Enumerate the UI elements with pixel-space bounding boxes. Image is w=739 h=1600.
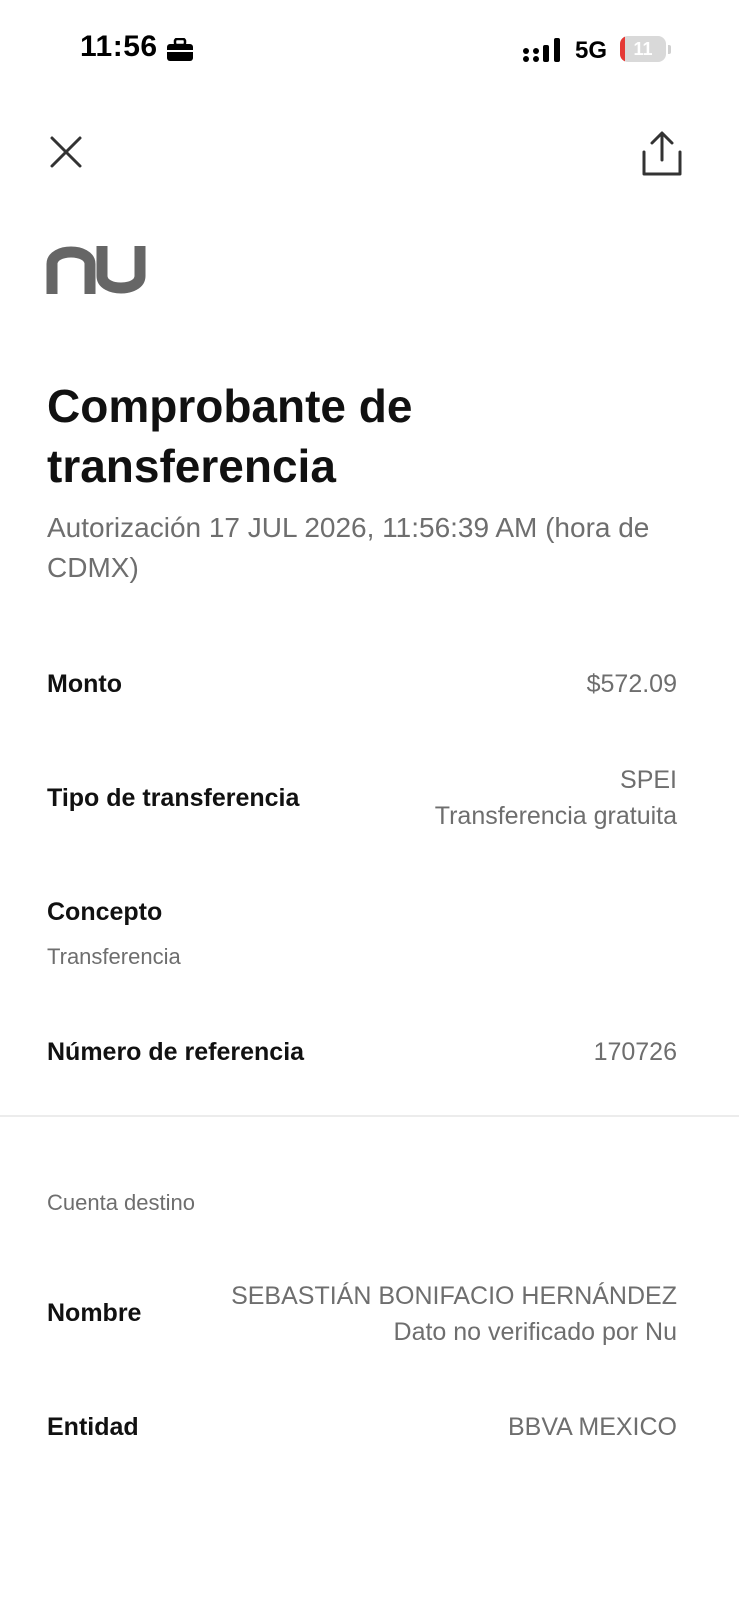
transfer-type-note: Transferencia gratuita xyxy=(434,802,677,830)
transfer-type-value: SPEI xyxy=(620,766,677,794)
network-type: 5G xyxy=(575,37,608,64)
page-title: Comprobante de transferencia xyxy=(47,380,413,492)
transfer-type-label: Tipo de transferencia xyxy=(47,784,300,812)
nu-logo: nu xyxy=(46,246,146,294)
status-bar: 11:56 5G 11 xyxy=(0,0,739,100)
amount-value: $572.09 xyxy=(586,670,677,698)
briefcase-icon xyxy=(167,38,193,61)
share-icon xyxy=(642,131,682,176)
battery-icon: 11 xyxy=(620,36,672,64)
name-verification-note: Dato no verificado por Nu xyxy=(393,1318,677,1346)
close-button[interactable] xyxy=(44,130,88,174)
concept-value: Transferencia xyxy=(47,944,181,969)
section-divider xyxy=(0,1115,739,1117)
amount-label: Monto xyxy=(47,670,122,698)
signal-bars-icon xyxy=(523,38,560,62)
transfer-type-value-group: SPEI Transferencia gratuita xyxy=(435,762,677,834)
share-button[interactable] xyxy=(640,130,684,178)
battery-level: 11 xyxy=(633,39,653,59)
status-time: 11:56 xyxy=(80,30,158,63)
recipient-name: SEBASTIÁN BONIFACIO HERNÁNDEZ xyxy=(231,1282,677,1310)
authorization-datetime: Autorización 17 JUL 2026, 11:56:39 AM (h… xyxy=(47,512,650,583)
battery-fill xyxy=(620,36,626,62)
entity-value: BBVA MEXICO xyxy=(507,1413,677,1441)
close-icon xyxy=(50,136,82,168)
name-label: Nombre xyxy=(47,1299,142,1327)
destination-section-title: Cuenta destino xyxy=(47,1190,195,1215)
concept-label: Concepto xyxy=(47,898,163,926)
reference-label: Número de referencia xyxy=(47,1038,305,1066)
name-value-group: SEBASTIÁN BONIFACIO HERNÁNDEZ Dato no ve… xyxy=(231,1278,677,1350)
reference-value: 170726 xyxy=(593,1038,677,1066)
entity-label: Entidad xyxy=(47,1413,139,1441)
